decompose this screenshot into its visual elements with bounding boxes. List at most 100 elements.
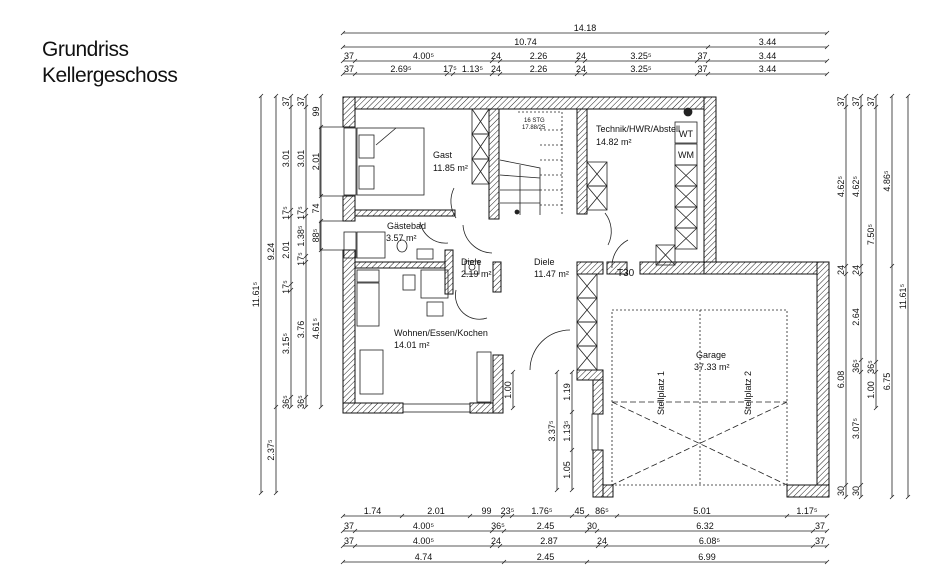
wall-segment bbox=[576, 108, 588, 215]
top-dimension-label: 24 bbox=[576, 64, 586, 74]
right-dimension-tick bbox=[858, 93, 864, 99]
wall-segment bbox=[576, 369, 604, 381]
left-dimension-label: 17⁵ bbox=[296, 252, 306, 266]
top-dimension-label: 2.69⁵ bbox=[390, 64, 412, 74]
left-dimension-tick bbox=[318, 124, 324, 130]
bottom-dimension-tick bbox=[824, 559, 830, 565]
room-name-diele-small: Diele bbox=[461, 257, 482, 267]
top-dimension-label: 24 bbox=[491, 64, 501, 74]
left-dimension-label: 3.76 bbox=[296, 321, 306, 339]
right-dimension-label: 36⁵ bbox=[851, 359, 861, 373]
left-dimension-tick bbox=[303, 213, 309, 219]
left-dimension-label: 37 bbox=[281, 96, 291, 106]
wall-segment bbox=[342, 96, 356, 128]
left-dimension-label: 4.61⁵ bbox=[311, 318, 321, 340]
top-dimension-tick bbox=[352, 58, 358, 64]
right-dimension-tick bbox=[889, 93, 895, 99]
bottom-dimension-tick bbox=[594, 528, 600, 534]
right-dimension-tick bbox=[858, 104, 864, 110]
bed bbox=[343, 127, 425, 196]
left-dimension-tick bbox=[273, 404, 279, 410]
bottom-dimension-tick bbox=[340, 559, 346, 565]
top-dimension-tick bbox=[340, 71, 346, 77]
garage-dimension-label: 3.37⁵ bbox=[547, 420, 557, 442]
wall-segment bbox=[354, 209, 456, 217]
right-dimension-tick bbox=[873, 104, 879, 110]
garage-window bbox=[591, 413, 599, 451]
room-area-technik: 14.82 m² bbox=[596, 137, 632, 147]
left-dimension-tick bbox=[318, 404, 324, 410]
top-dimension-tick bbox=[574, 58, 580, 64]
bottom-dimension-tick bbox=[784, 513, 790, 519]
living-window bbox=[402, 403, 471, 413]
left-dimension-tick bbox=[258, 490, 264, 496]
bottom-dimension-tick bbox=[824, 528, 830, 534]
wall-segment bbox=[703, 96, 717, 275]
left-dimension-label: 3.01 bbox=[281, 150, 291, 168]
washing-tower-box bbox=[674, 121, 698, 144]
left-dimension-label: 36⁵ bbox=[296, 395, 306, 409]
bottom-dimension-label: 5.01 bbox=[693, 506, 711, 516]
right-dimension-tick bbox=[858, 357, 864, 363]
room-name-garage: Garage bbox=[696, 350, 726, 360]
top-dimension-tick bbox=[582, 71, 588, 77]
wall-segment bbox=[342, 402, 404, 414]
left-dimension-tick bbox=[318, 218, 324, 224]
right-dimension-label: 3.07⁵ bbox=[851, 418, 861, 440]
room-name-gaestebad: Gästebad bbox=[387, 221, 426, 231]
left-dimension-tick bbox=[288, 104, 294, 110]
left-dimension-label: 2.01 bbox=[281, 241, 291, 259]
garage-dimension-label: 1.13⁵ bbox=[562, 420, 572, 442]
top-dimension-label: 3.25⁵ bbox=[630, 64, 652, 74]
wall-segment bbox=[354, 261, 446, 269]
right-dimension-tick bbox=[873, 93, 879, 99]
right-dimension-label: 24 bbox=[851, 265, 861, 275]
bottom-dimension-label: 24 bbox=[597, 536, 607, 546]
right-dimension-tick bbox=[858, 494, 864, 500]
bottom-dimension-tick bbox=[569, 513, 575, 519]
left-dimension-tick bbox=[288, 281, 294, 287]
bottom-dimension-label: 37 bbox=[815, 521, 825, 531]
bottom-dimension-label: 6.08⁵ bbox=[699, 536, 721, 546]
bottom-dimension-tick bbox=[399, 513, 405, 519]
bottom-dimension-label: 4.74 bbox=[415, 552, 433, 562]
bottom-dimension-tick bbox=[584, 528, 590, 534]
top-dimension-tick bbox=[582, 58, 588, 64]
left-dimension-tick bbox=[288, 207, 294, 213]
washing-machine-box bbox=[674, 143, 698, 166]
stellplatz-1-label: Stellplatz 1 bbox=[656, 371, 666, 415]
top-dimension-tick bbox=[340, 58, 346, 64]
right-dimension-label: 4.62⁵ bbox=[836, 176, 846, 198]
right-dimension-label: 11.61⁵ bbox=[898, 283, 908, 309]
bottom-dimension-label: 37 bbox=[344, 521, 354, 531]
left-dimension-tick bbox=[288, 394, 294, 400]
bottom-dimension-tick bbox=[824, 513, 830, 519]
bottom-dimension-label: 4.00⁵ bbox=[413, 536, 435, 546]
bottom-dimension-label: 37 bbox=[815, 536, 825, 546]
top-dimension-label: 1.13⁵ bbox=[462, 64, 484, 74]
top-dimension-tick bbox=[489, 71, 495, 77]
wall-segment bbox=[492, 261, 502, 293]
wall-segment bbox=[342, 96, 717, 110]
left-dimension-tick bbox=[273, 93, 279, 99]
garage-dimension-label: 1.19 bbox=[562, 383, 572, 401]
bottom-dimension-tick bbox=[501, 559, 507, 565]
bottom-dimension-label: 2.87 bbox=[540, 536, 558, 546]
top-dimension-label: 14.18 bbox=[574, 23, 597, 33]
garage-dimension-tick bbox=[569, 409, 575, 415]
top-dimension-label: 24 bbox=[491, 51, 501, 61]
left-dimension-tick bbox=[303, 394, 309, 400]
left-dimension-tick bbox=[303, 93, 309, 99]
drawing-title-line-2: Kellergeschoss bbox=[42, 64, 178, 87]
top-dimension-tick bbox=[340, 30, 346, 36]
bottom-dimension-tick bbox=[810, 528, 816, 534]
bottom-dimension-tick bbox=[467, 513, 473, 519]
right-dimension-label: 1.00 bbox=[866, 381, 876, 399]
right-dimension-label: 36⁵ bbox=[866, 360, 876, 374]
top-dimension-label: 3.44 bbox=[759, 64, 777, 74]
left-dimension-label: 2.01 bbox=[311, 153, 321, 171]
left-dimension-label: 2.37⁵ bbox=[266, 439, 276, 461]
left-dimension-label: 9.24 bbox=[266, 243, 276, 261]
stairs-steps-label: 16 STG bbox=[524, 118, 545, 124]
room-name-diele: Diele bbox=[534, 257, 555, 267]
